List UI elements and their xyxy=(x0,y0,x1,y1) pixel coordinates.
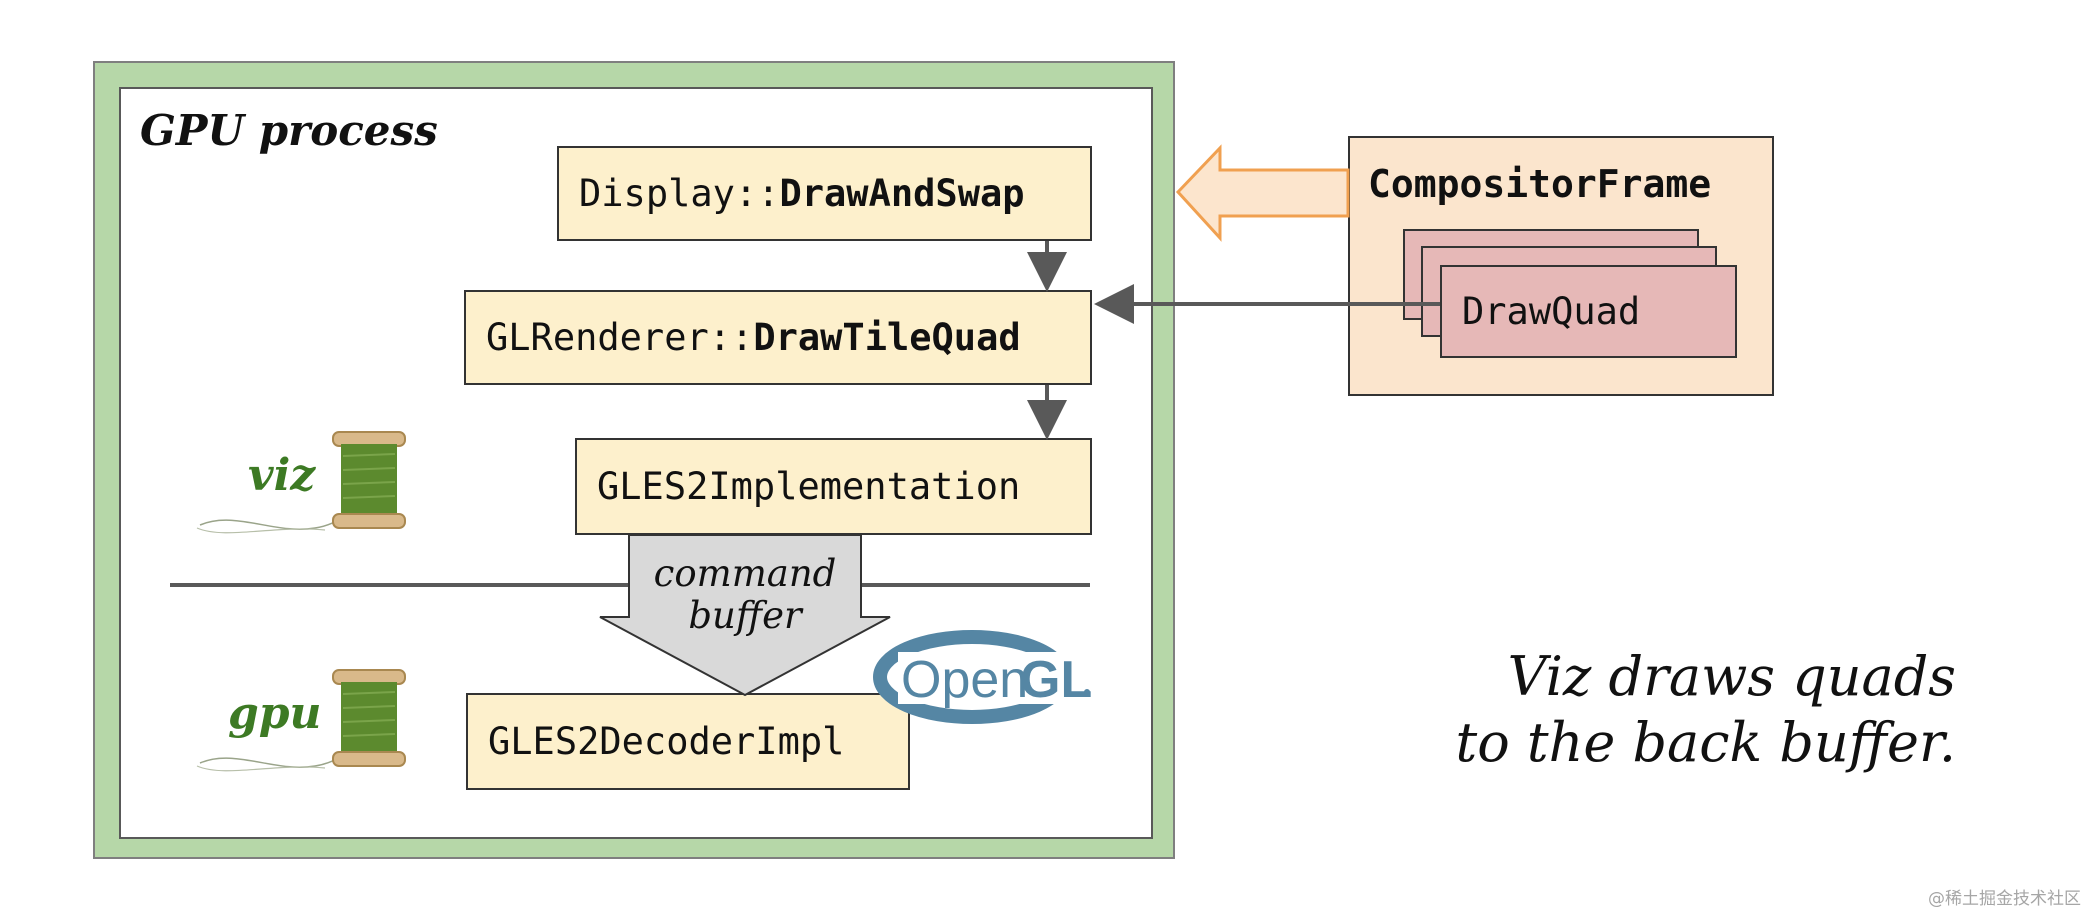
caption-line1: Viz draws quads xyxy=(1507,645,1956,708)
command-buffer-arrow xyxy=(599,534,891,697)
glrenderer-method: DrawTileQuad xyxy=(753,316,1021,359)
display-method: DrawAndSwap xyxy=(779,172,1025,215)
gpu-thread-label: gpu xyxy=(228,688,322,739)
gpu-process-title: GPU process xyxy=(140,106,438,155)
submit-frame-arrow xyxy=(1175,144,1350,242)
draw-quad-box: DrawQuad xyxy=(1440,265,1737,358)
display-prefix: Display:: xyxy=(579,172,780,215)
gles2-implementation-box: GLES2Implementation xyxy=(575,438,1092,535)
gles2-decoder-impl-box: GLES2DecoderImpl xyxy=(466,693,910,790)
spool-of-thread-icon xyxy=(196,431,406,534)
viz-thread-label: viz xyxy=(248,450,316,501)
caption: Viz draws quads to the back buffer. xyxy=(1380,644,1956,776)
command-buffer-line1: command xyxy=(653,552,837,595)
glrenderer-draw-tile-quad-box: GLRenderer::DrawTileQuad xyxy=(464,290,1092,385)
spool-of-thread-icon xyxy=(196,669,406,772)
compositor-frame-title: CompositorFrame xyxy=(1368,162,1712,206)
caption-line2: to the back buffer. xyxy=(1455,711,1956,774)
opengl-text-open: Open xyxy=(901,651,1028,709)
glrenderer-prefix: GLRenderer:: xyxy=(486,316,754,359)
watermark: @稀土掘金技术社区 xyxy=(1928,889,2081,909)
opengl-text-gl: GL xyxy=(1020,651,1092,709)
display-draw-and-swap-box: Display::DrawAndSwap xyxy=(557,146,1092,241)
opengl-logo: Open GL xyxy=(873,630,1098,724)
command-buffer-line2: buffer xyxy=(688,594,802,637)
command-buffer-label: command buffer xyxy=(620,553,870,637)
